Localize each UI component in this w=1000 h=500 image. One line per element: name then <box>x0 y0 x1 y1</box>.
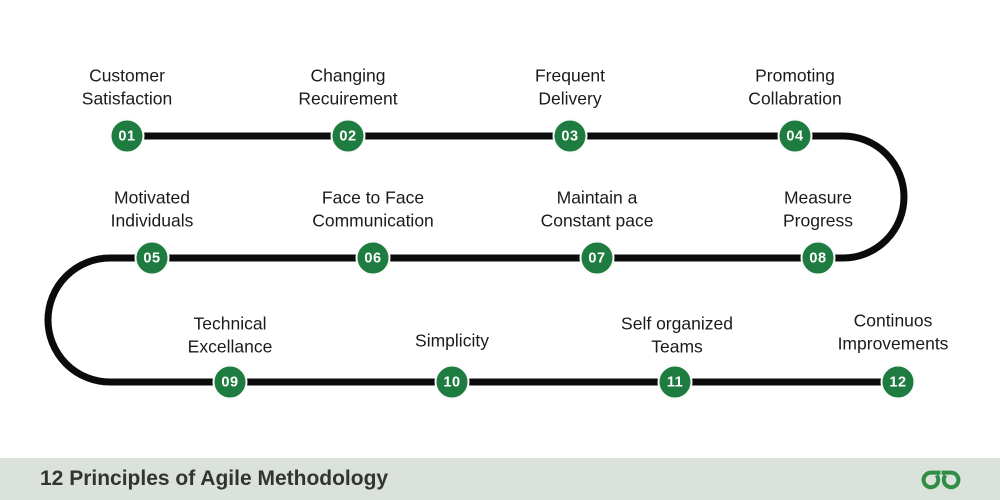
principle-label-05: Motivated Individuals <box>110 187 194 231</box>
geeksforgeeks-logo-icon <box>921 470 961 490</box>
principle-label-09: Technical Excellance <box>187 313 273 357</box>
timeline-path <box>44 132 908 386</box>
node-12: 12 <box>880 364 916 400</box>
page-title: 12 Principles of Agile Methodology <box>40 467 389 490</box>
node-number: 08 <box>809 250 827 266</box>
node-number: 01 <box>118 128 136 144</box>
node-number: 10 <box>443 374 461 390</box>
node-01: 01 <box>109 118 145 154</box>
node-11: 11 <box>657 364 693 400</box>
node-09: 09 <box>212 364 248 400</box>
principle-label-11: Self organized Teams <box>621 313 733 357</box>
node-03: 03 <box>552 118 588 154</box>
principle-label-03: Frequent Delivery <box>534 65 606 109</box>
principle-label-08: Measure Progress <box>782 187 854 231</box>
node-08: 08 <box>800 240 836 276</box>
node-number: 06 <box>364 250 382 266</box>
node-02: 02 <box>330 118 366 154</box>
principle-label-10: Simplicity <box>415 330 489 351</box>
title-bar: 12 Principles of Agile Methodology <box>0 458 1000 500</box>
principle-label-02: Changing Recuirement <box>298 65 398 109</box>
node-number: 12 <box>889 374 907 390</box>
principle-label-07: Maintain a Constant pace <box>540 187 654 231</box>
node-number: 02 <box>339 128 357 144</box>
node-07: 07 <box>579 240 615 276</box>
principle-label-04: Promoting Collabration <box>748 65 842 109</box>
node-06: 06 <box>355 240 391 276</box>
node-number: 11 <box>666 374 684 390</box>
node-number: 05 <box>143 250 161 266</box>
principle-label-06: Face to Face Communication <box>312 187 434 231</box>
node-number: 09 <box>221 374 239 390</box>
node-number: 07 <box>588 250 606 266</box>
node-05: 05 <box>134 240 170 276</box>
node-number: 03 <box>561 128 579 144</box>
node-04: 04 <box>777 118 813 154</box>
node-10: 10 <box>434 364 470 400</box>
node-number: 04 <box>786 128 804 144</box>
principle-label-01: Customer Satisfaction <box>81 65 173 109</box>
principle-label-12: Continuos Improvements <box>837 310 949 354</box>
